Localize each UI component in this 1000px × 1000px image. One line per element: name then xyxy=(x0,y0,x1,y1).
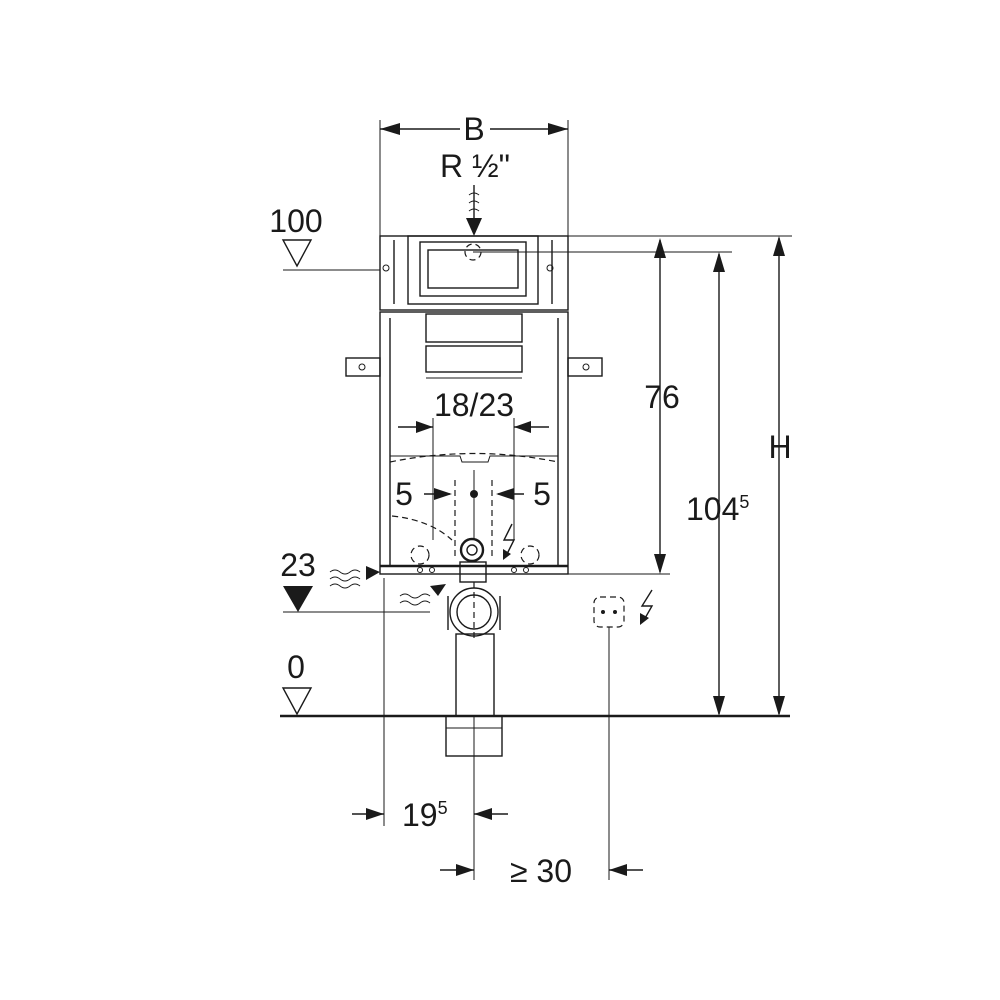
min-distance-dimension: ≥ 30 xyxy=(440,853,643,889)
offset-left-label: 5 xyxy=(395,476,413,512)
cistern xyxy=(379,235,792,311)
height-76-label: 76 xyxy=(644,379,680,415)
offset-dimensions: 5 5 xyxy=(395,470,551,560)
frame xyxy=(345,311,603,575)
electrical-socket xyxy=(593,589,654,880)
water-supply-indicator: R ½" xyxy=(440,148,510,236)
spacing-dimension: 18/23 xyxy=(398,387,549,540)
supply-thread-label: R ½" xyxy=(440,148,510,184)
width-dimension: B xyxy=(379,111,569,238)
level-0-label: 0 xyxy=(287,649,305,685)
height-dimensions: 76 1045 H xyxy=(568,236,792,716)
level-marker-23: 23 xyxy=(280,547,446,613)
offset-19-label: 195 xyxy=(402,797,448,833)
min-distance-label: ≥ 30 xyxy=(510,853,572,889)
height-104-label: 1045 xyxy=(686,491,749,527)
level-100-label: 100 xyxy=(269,203,322,239)
level-marker-100: 100 xyxy=(269,203,380,271)
level-23-label: 23 xyxy=(280,547,316,583)
height-total-label: H xyxy=(768,429,791,465)
electric-icon xyxy=(502,523,516,560)
width-label: B xyxy=(463,111,484,147)
offset-19-dimension: 195 xyxy=(352,578,508,880)
level-marker-0: 0 xyxy=(280,649,790,718)
spacing-label: 18/23 xyxy=(434,387,514,423)
offset-right-label: 5 xyxy=(533,476,551,512)
